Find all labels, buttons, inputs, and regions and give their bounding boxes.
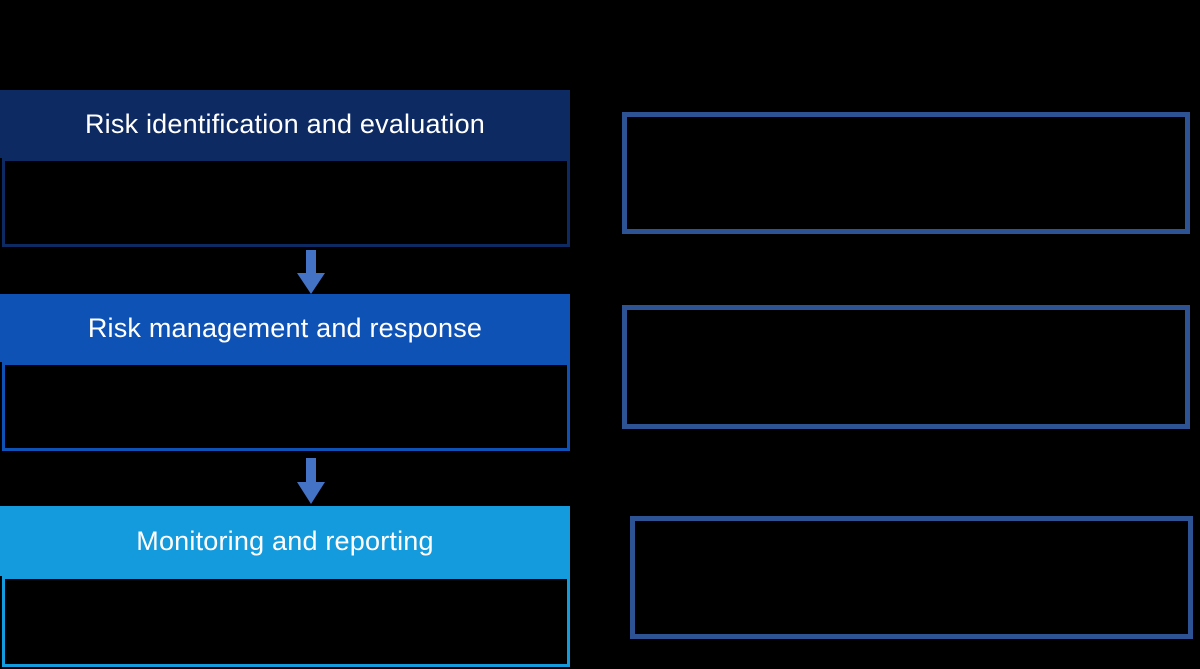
down-arrow-shape (297, 458, 325, 504)
detail-box-risk-identification (622, 112, 1190, 234)
down-arrow-shape (297, 250, 325, 294)
down-arrow-icon (297, 458, 325, 504)
detail-box-risk-management (622, 305, 1190, 429)
stage-header-risk-management: Risk management and response (0, 294, 570, 362)
stage-body-risk-management (2, 362, 570, 451)
stage-header-monitoring: Monitoring and reporting (0, 506, 570, 576)
stage-body-monitoring (2, 576, 570, 667)
stage-body-risk-identification (2, 158, 570, 247)
stage-header-risk-identification: Risk identification and evaluation (0, 90, 570, 158)
down-arrow-icon (297, 250, 325, 294)
detail-box-monitoring (630, 516, 1193, 639)
